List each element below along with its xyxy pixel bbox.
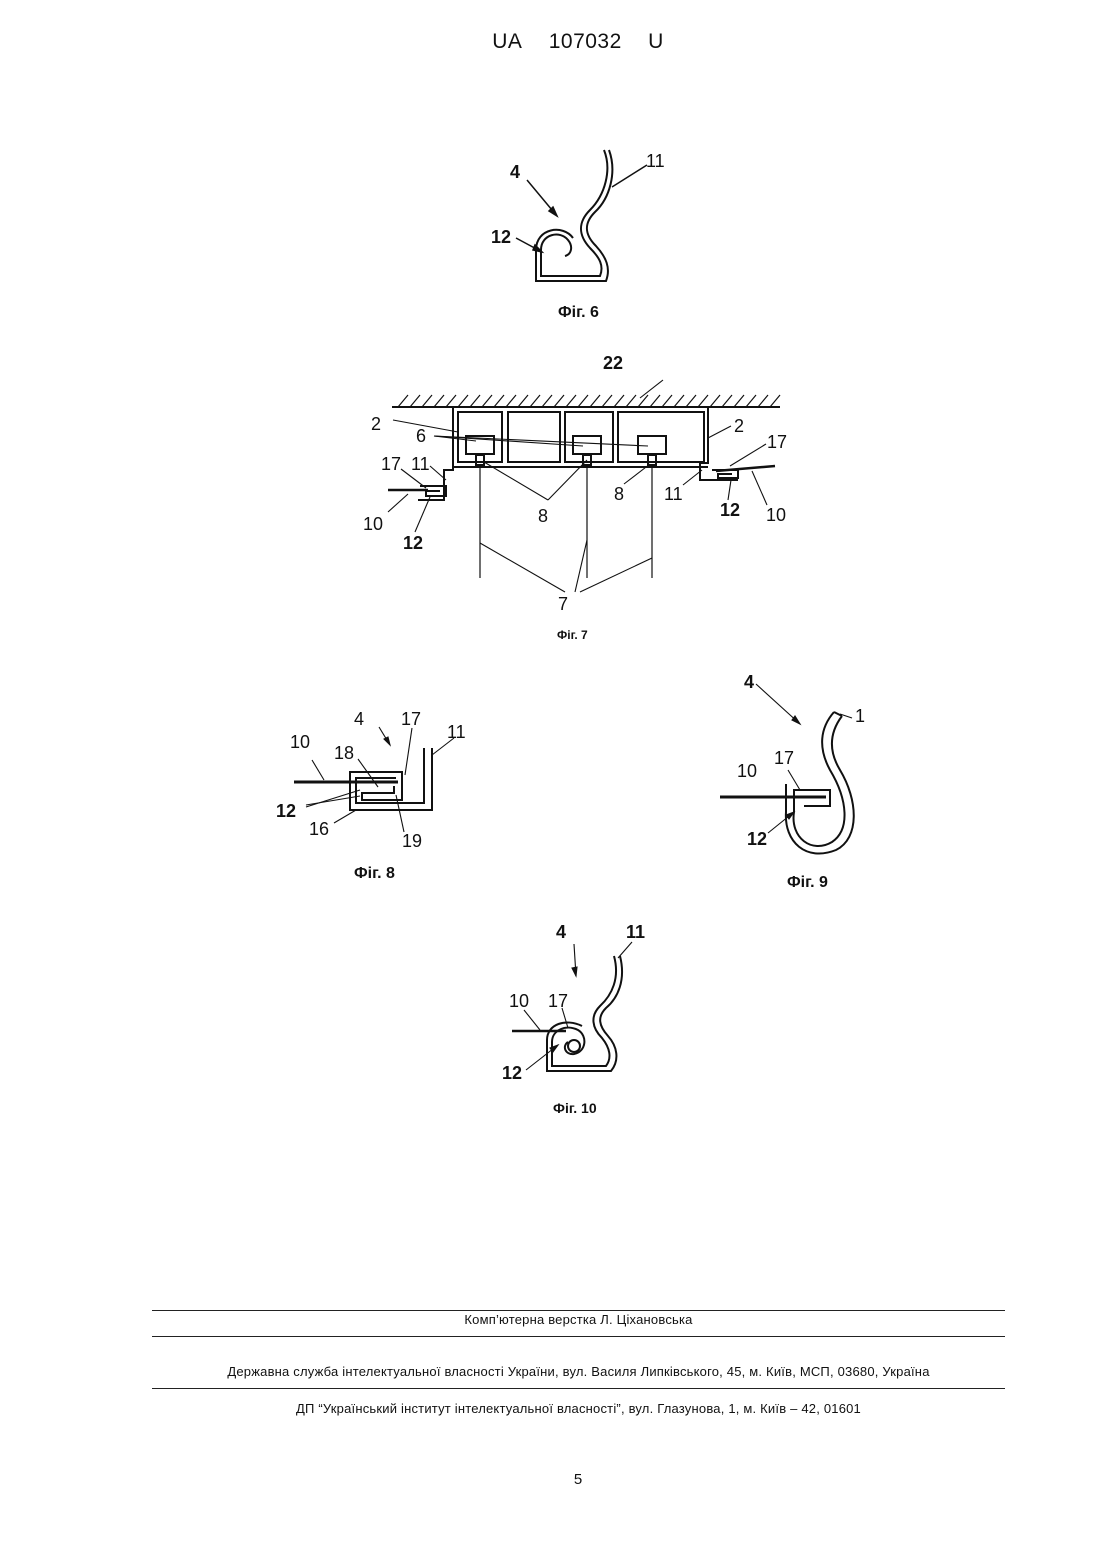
footer-rule-3: [152, 1388, 1005, 1389]
fig10-label-4: 4: [556, 922, 566, 942]
fig10-caption: Фіг. 10: [553, 1100, 597, 1116]
footer-office-address: Державна служба інтелектуальної власност…: [152, 1364, 1005, 1379]
footer-rule-2: [152, 1336, 1005, 1337]
fig10-clip-inner: [547, 956, 622, 1071]
footer-layout-credit: Комп’ютерна верстка Л. Ціхановська: [152, 1312, 1005, 1327]
fig10-label-11: 11: [626, 922, 645, 942]
figure-10: 4 11 10 17 12 Фіг. 10: [0, 0, 1101, 1120]
footer-institute-address: ДП “Український інститут інтелектуальної…: [152, 1401, 1005, 1416]
fig10-clip-lock: [568, 1040, 580, 1052]
fig10-clip-outer: [552, 956, 616, 1066]
fig10-label-12: 12: [502, 1063, 522, 1083]
page-number: 5: [0, 1471, 1101, 1488]
fig10-label-17: 17: [548, 991, 568, 1011]
fig10-label-10: 10: [509, 991, 529, 1011]
footer-rule-1: [152, 1310, 1005, 1311]
